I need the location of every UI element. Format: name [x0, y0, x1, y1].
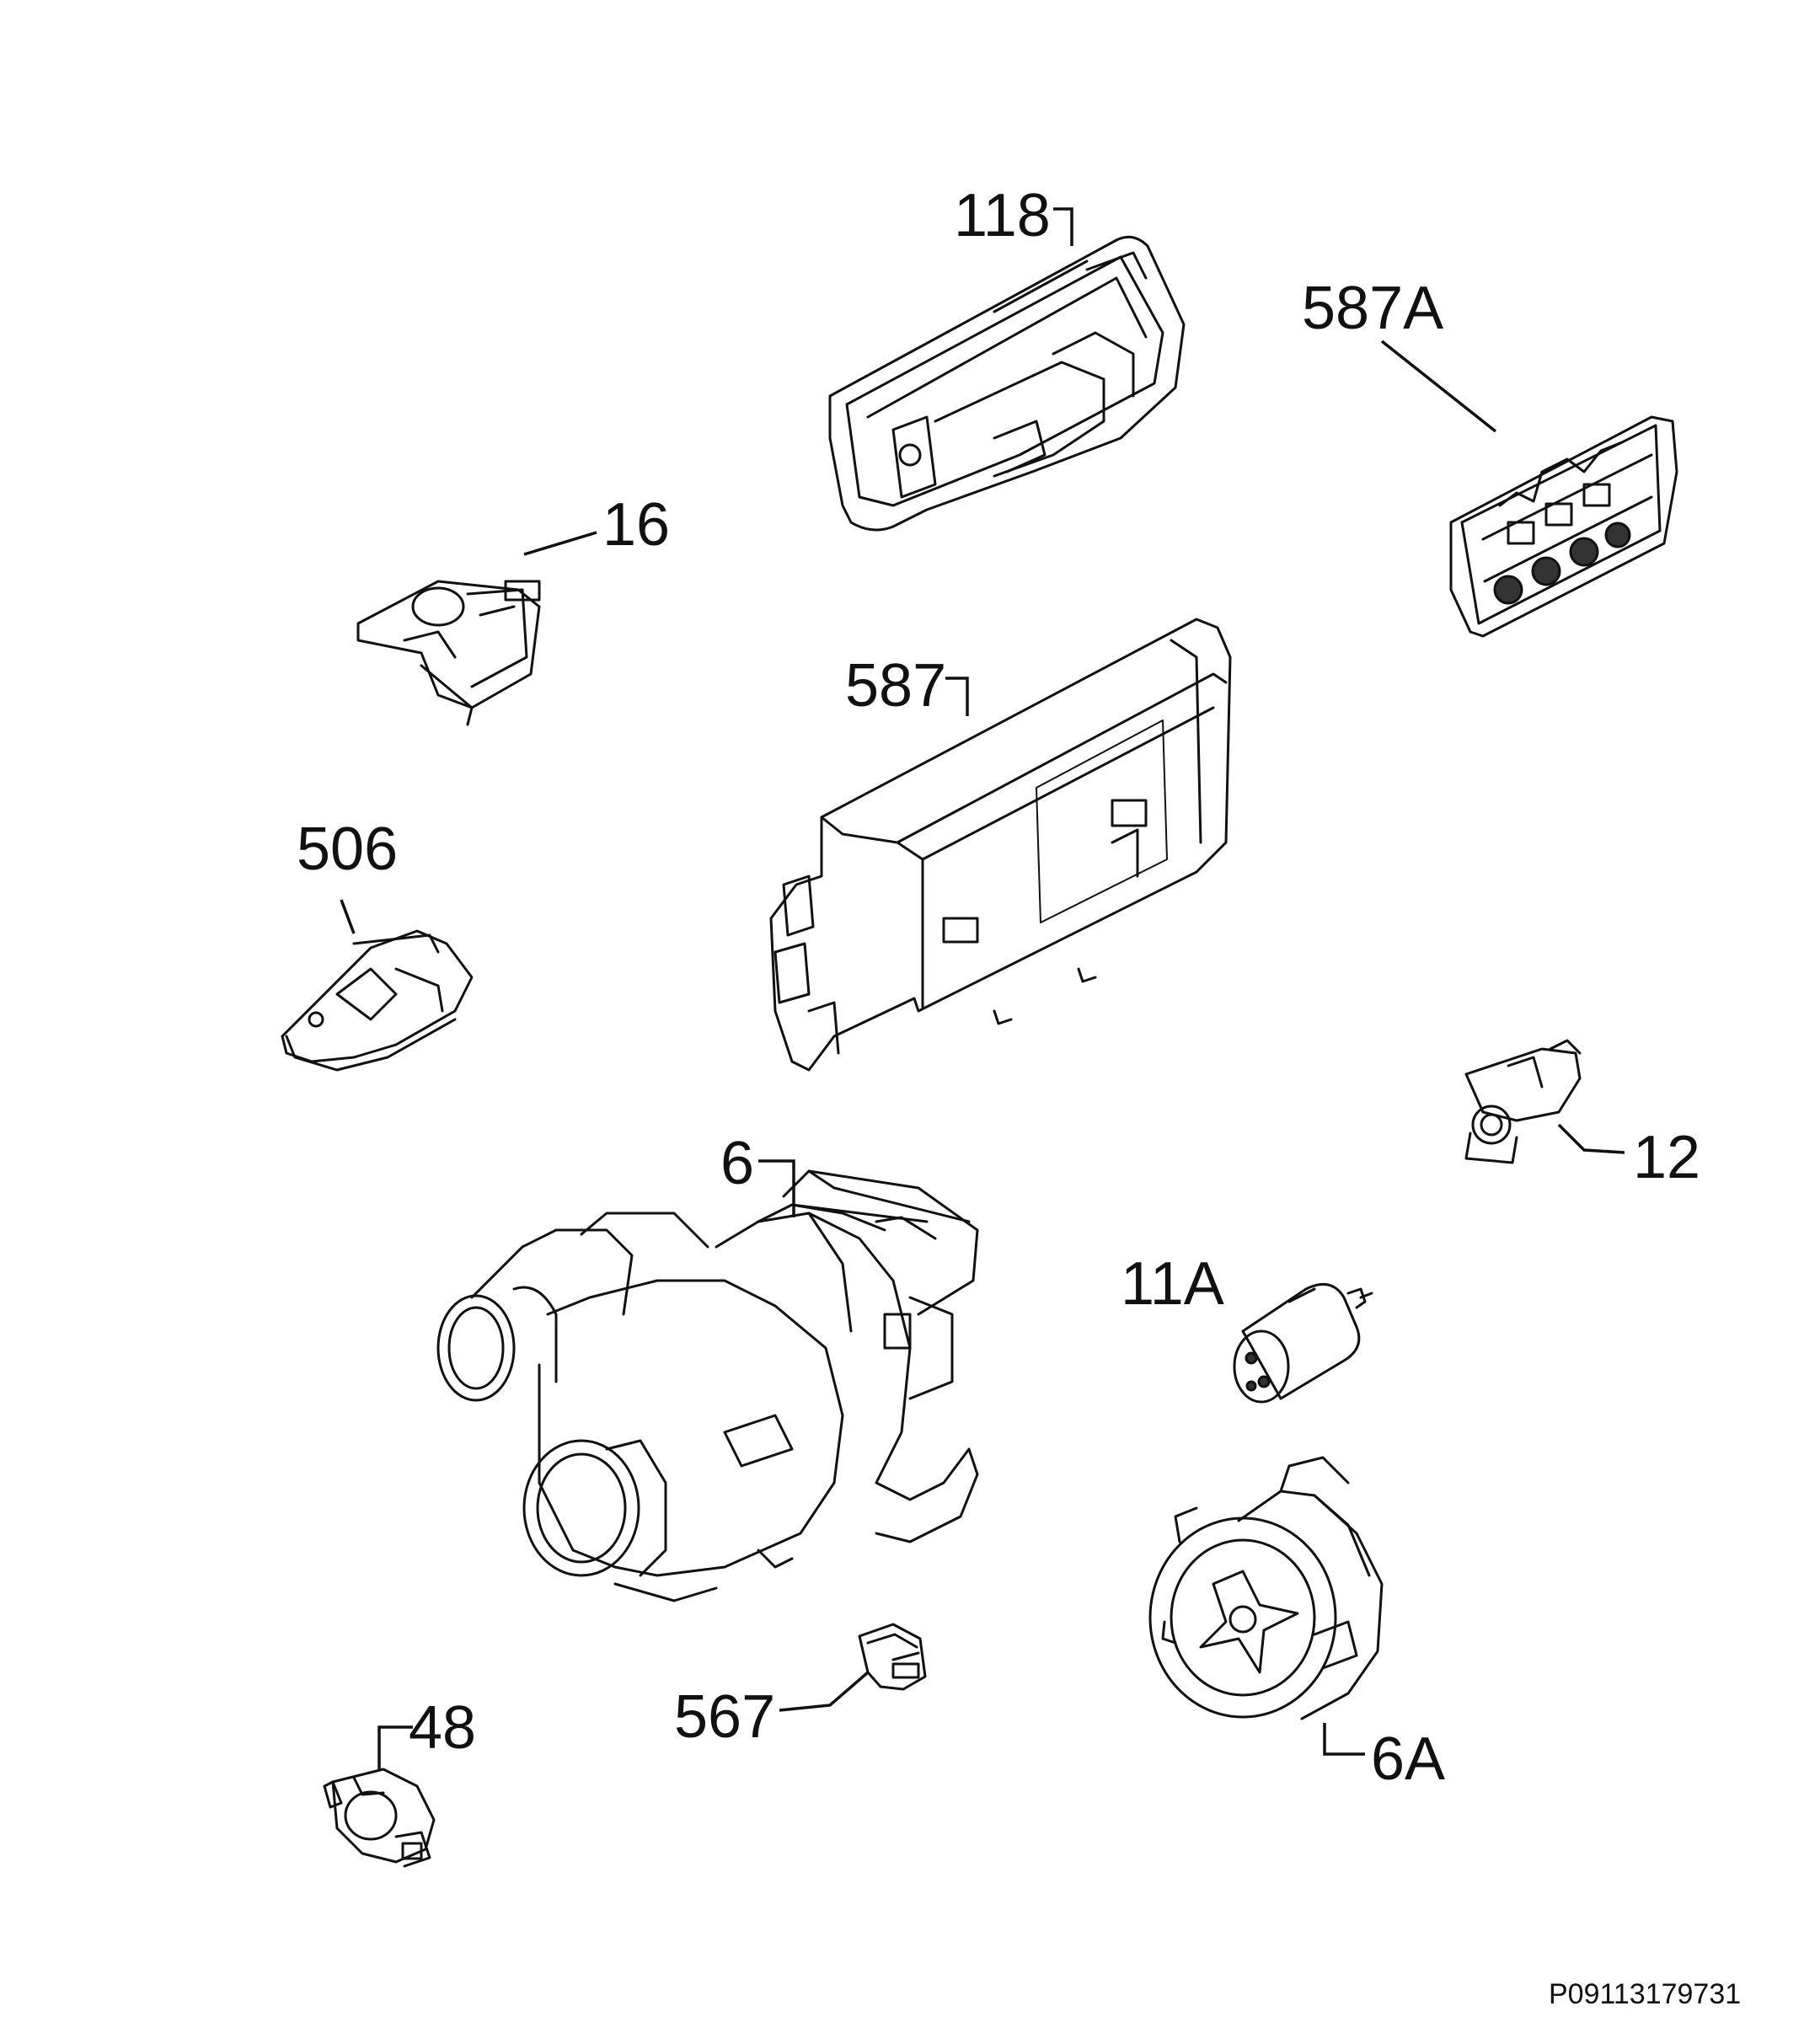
part-506-float-switch[interactable] — [281, 929, 474, 1072]
part-12-pressure-sensor[interactable] — [1464, 1039, 1582, 1164]
callout-587A: 587A — [1302, 275, 1443, 342]
part-587-main-control-unit[interactable] — [769, 618, 1232, 1072]
callout-506: 506 — [297, 816, 398, 883]
leader-506 — [340, 899, 356, 934]
leader-6A — [1323, 1723, 1365, 1756]
leader-12 — [1557, 1123, 1625, 1154]
callout-16: 16 — [602, 491, 670, 559]
callout-118: 118 — [954, 182, 1051, 249]
reference-code: P09113179731 — [1549, 1978, 1741, 2010]
leader-16 — [523, 531, 597, 556]
part-11A-capacitor[interactable] — [1233, 1282, 1373, 1404]
part-587A-control-board[interactable] — [1449, 415, 1678, 638]
callout-11A: 11A — [1121, 1250, 1224, 1318]
part-16-door-lock[interactable] — [356, 580, 541, 726]
part-567-connector[interactable] — [858, 1623, 927, 1691]
leader-587A — [1380, 340, 1497, 433]
callout-12: 12 — [1633, 1124, 1700, 1191]
leader-567 — [779, 1671, 870, 1712]
part-118-detergent-dispenser[interactable] — [828, 235, 1186, 532]
callout-6A: 6A — [1371, 1725, 1445, 1793]
leader-587 — [945, 677, 969, 716]
part-6-circulation-pump[interactable] — [436, 1169, 979, 1602]
callout-6: 6 — [720, 1130, 754, 1197]
callout-567: 567 — [674, 1683, 775, 1751]
part-48-temperature-sensor[interactable] — [323, 1768, 436, 1868]
callout-587: 587 — [845, 652, 946, 719]
leader-118 — [1053, 207, 1073, 246]
part-6A-drain-pump[interactable] — [1148, 1456, 1384, 1720]
leader-6 — [758, 1159, 795, 1217]
callout-48: 48 — [409, 1694, 476, 1762]
leader-48 — [377, 1725, 413, 1769]
